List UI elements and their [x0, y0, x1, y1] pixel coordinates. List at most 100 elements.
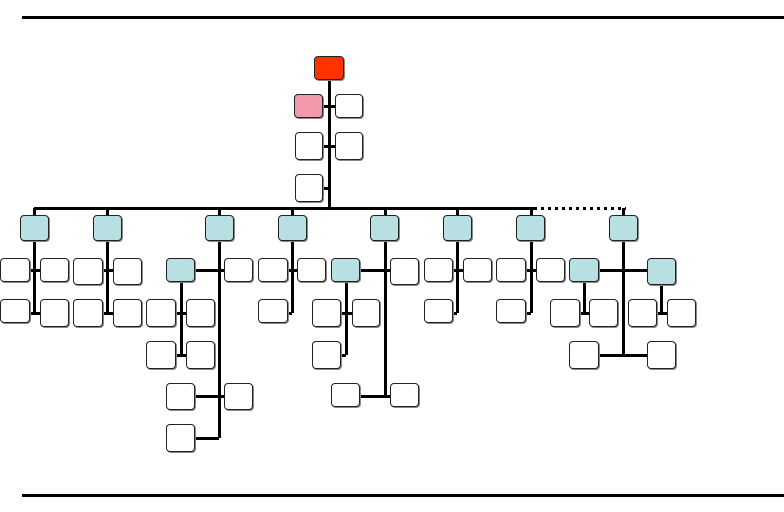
- staff-node[interactable]: [335, 94, 363, 118]
- staff-node[interactable]: [496, 258, 526, 282]
- staff-node[interactable]: [463, 258, 492, 282]
- staff-node[interactable]: [295, 132, 323, 160]
- connector-line: [323, 105, 335, 108]
- connector-line: [580, 312, 589, 315]
- staff-node[interactable]: [589, 299, 618, 327]
- bottom-rule: [22, 494, 784, 497]
- connector-line: [218, 208, 221, 216]
- connector-line: [599, 354, 647, 357]
- staff-node[interactable]: [536, 258, 565, 282]
- department-node[interactable]: [93, 215, 122, 241]
- staff-node[interactable]: [424, 258, 453, 282]
- connector-line: [530, 241, 533, 313]
- connector-line: [176, 312, 186, 315]
- staff-node[interactable]: [166, 424, 195, 452]
- connector-line: [657, 312, 667, 315]
- staff-node[interactable]: [312, 341, 341, 369]
- department-node[interactable]: [331, 258, 360, 282]
- staff-node[interactable]: [73, 258, 103, 285]
- connector-line: [288, 312, 292, 315]
- staff-node[interactable]: [224, 258, 253, 282]
- department-node[interactable]: [205, 215, 234, 241]
- connector-line: [195, 437, 219, 440]
- connector-line: [360, 395, 390, 398]
- department-node[interactable]: [278, 215, 307, 241]
- root-node[interactable]: [314, 56, 344, 80]
- staff-node[interactable]: [0, 299, 30, 323]
- connector-line: [456, 208, 459, 216]
- connector-line: [195, 395, 224, 398]
- connector-line: [530, 208, 533, 216]
- connector-line: [30, 269, 40, 272]
- connector-line: [291, 241, 294, 313]
- staff-node[interactable]: [258, 258, 288, 282]
- staff-node[interactable]: [0, 258, 30, 282]
- staff-node[interactable]: [312, 299, 341, 327]
- staff-node[interactable]: [113, 258, 142, 285]
- connector-line: [30, 312, 40, 315]
- connector-line: [323, 187, 329, 190]
- department-node[interactable]: [370, 215, 399, 241]
- dotted-connector: [534, 207, 626, 210]
- top-rule: [22, 16, 784, 19]
- connector-line: [323, 145, 335, 148]
- connector-line: [341, 354, 346, 357]
- department-node[interactable]: [443, 215, 472, 241]
- department-node[interactable]: [647, 258, 676, 285]
- department-bar: [34, 207, 534, 210]
- connector-line: [195, 269, 224, 272]
- root-trunk: [328, 80, 331, 208]
- staff-node[interactable]: [352, 299, 380, 327]
- staff-node[interactable]: [647, 341, 676, 369]
- staff-node[interactable]: [40, 258, 69, 282]
- connector-line: [345, 282, 348, 355]
- department-node[interactable]: [609, 215, 638, 241]
- staff-node[interactable]: [390, 383, 419, 407]
- department-node[interactable]: [516, 215, 545, 241]
- connector-line: [453, 312, 457, 315]
- connector-line: [291, 208, 294, 216]
- staff-node[interactable]: [73, 299, 103, 327]
- staff-node[interactable]: [295, 174, 323, 202]
- connector-line: [103, 269, 113, 272]
- staff-node[interactable]: [40, 299, 69, 327]
- department-node[interactable]: [166, 258, 195, 282]
- staff-node[interactable]: [186, 299, 215, 327]
- connector-line: [218, 241, 221, 438]
- staff-node[interactable]: [335, 132, 363, 160]
- assistant-node[interactable]: [294, 94, 323, 118]
- staff-node[interactable]: [186, 341, 215, 369]
- connector-line: [456, 241, 459, 313]
- staff-node[interactable]: [550, 299, 580, 327]
- staff-node[interactable]: [258, 299, 288, 323]
- department-node[interactable]: [569, 258, 599, 282]
- staff-node[interactable]: [297, 258, 326, 282]
- staff-node[interactable]: [424, 299, 453, 323]
- staff-node[interactable]: [146, 299, 176, 327]
- connector-line: [341, 312, 352, 315]
- staff-node[interactable]: [496, 299, 526, 323]
- connector-line: [526, 312, 531, 315]
- staff-node[interactable]: [569, 341, 599, 369]
- connector-line: [453, 269, 463, 272]
- connector-line: [622, 241, 625, 355]
- staff-node[interactable]: [113, 299, 142, 327]
- connector-line: [660, 285, 663, 313]
- connector-line: [33, 208, 36, 216]
- connector-line: [384, 241, 387, 396]
- staff-node[interactable]: [146, 341, 176, 369]
- staff-node[interactable]: [390, 258, 419, 285]
- connector-line: [599, 269, 647, 272]
- connector-line: [622, 208, 625, 216]
- connector-line: [33, 241, 36, 313]
- staff-node[interactable]: [628, 299, 657, 327]
- staff-node[interactable]: [667, 299, 696, 327]
- connector-line: [583, 282, 586, 313]
- connector-line: [106, 208, 109, 216]
- staff-node[interactable]: [331, 383, 360, 407]
- connector-line: [288, 269, 297, 272]
- staff-node[interactable]: [166, 383, 195, 410]
- department-node[interactable]: [20, 215, 49, 241]
- connector-line: [103, 312, 113, 315]
- staff-node[interactable]: [224, 383, 253, 410]
